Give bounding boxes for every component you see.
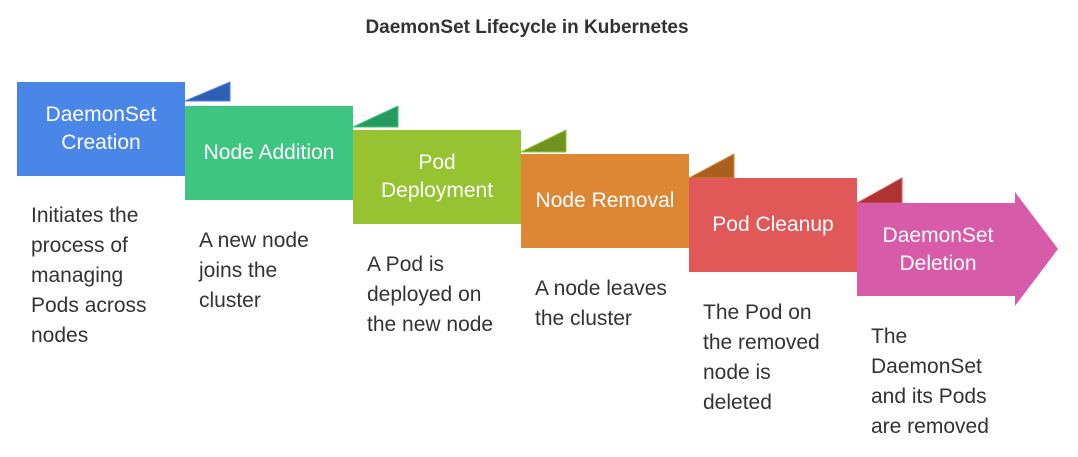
step-2-box — [185, 106, 353, 200]
step-4-description: A node leaves the cluster — [535, 277, 667, 330]
step-1-fold — [184, 81, 231, 102]
diagram-title: DaemonSet Lifecycle in Kubernetes — [365, 17, 689, 38]
step-6-label: DaemonSet Deletion — [882, 223, 994, 275]
step-2-fold — [352, 105, 399, 128]
step-6-description: The DaemonSet and its Pods are removed — [871, 325, 989, 438]
step-1-box — [17, 82, 185, 176]
step-3-box — [353, 130, 521, 224]
step-4-label: Node Removal — [535, 189, 675, 212]
step-4-box — [521, 154, 689, 248]
step-5-description: The Pod on the removed node is deleted — [703, 301, 820, 414]
step-6-arrow — [857, 192, 1058, 306]
step-5-box — [689, 178, 857, 272]
step-2-description: A new node joins the cluster — [199, 229, 309, 312]
step-4-fold — [688, 153, 735, 179]
step-3-description: A Pod is deployed on the new node — [367, 253, 494, 336]
step-5-fold — [855, 177, 903, 204]
step-3-label: Pod Deployment — [380, 151, 494, 202]
step-1-label: DaemonSet Creation — [45, 103, 157, 154]
step-1-description: Initiates the process of managing Pods a… — [31, 204, 147, 347]
step-3-fold — [520, 129, 567, 153]
step-5-label: Pod Cleanup — [712, 213, 834, 236]
step-2-label: Node Addition — [203, 141, 335, 164]
